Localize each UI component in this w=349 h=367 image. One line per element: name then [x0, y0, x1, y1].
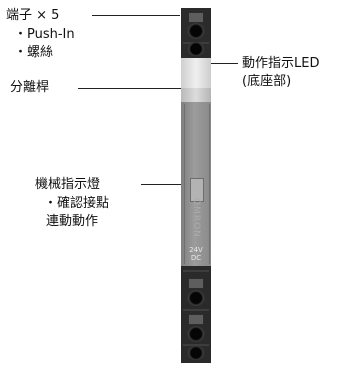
led-label: 動作指示LED: [242, 56, 320, 71]
voltage-type: DC: [190, 254, 202, 262]
separator-lever[interactable]: [181, 58, 211, 88]
push-in-release-slot: [188, 314, 204, 325]
linked-action-label: 連動動作: [46, 214, 99, 229]
push-in-release-slot: [188, 12, 204, 23]
confirm-contact-label: ・確認接點: [44, 196, 110, 211]
bottom-terminal-block: [181, 266, 211, 363]
relay-unit: OMRON 24V DC: [181, 8, 211, 363]
housing-edge: [184, 104, 210, 264]
push-in-label: ・Push-In: [14, 27, 75, 42]
terminal-hole: [187, 326, 205, 342]
led-leader-line: [197, 63, 238, 64]
terminal-hole: [187, 23, 205, 39]
push-in-release-slot: [188, 278, 204, 289]
terminal-divider: [183, 344, 209, 346]
terminal-label: 端子 × 5: [6, 8, 60, 23]
mech-indicator-label: 機械指示燈: [35, 177, 101, 192]
voltage-value: 24V: [189, 246, 203, 254]
terminal-divider: [183, 309, 209, 311]
terminal-leader-line: [92, 15, 180, 16]
separator-leader-line: [78, 88, 181, 89]
terminal-divider: [183, 270, 209, 272]
mech-indicator-leader-line: [141, 184, 181, 185]
voltage-rating: 24V DC: [185, 246, 207, 262]
screw-label: ・螺絲: [14, 45, 54, 60]
led-base-label: (底座部): [242, 74, 292, 89]
terminal-hole: [187, 42, 205, 56]
separator-label: 分離桿: [10, 80, 50, 95]
top-terminal-block: [181, 8, 211, 58]
brand-text: OMRON: [191, 198, 201, 238]
separator-lever-base: [181, 88, 211, 102]
mechanical-indicator: [190, 178, 204, 202]
terminal-hole: [187, 346, 205, 360]
terminal-hole: [187, 290, 205, 306]
